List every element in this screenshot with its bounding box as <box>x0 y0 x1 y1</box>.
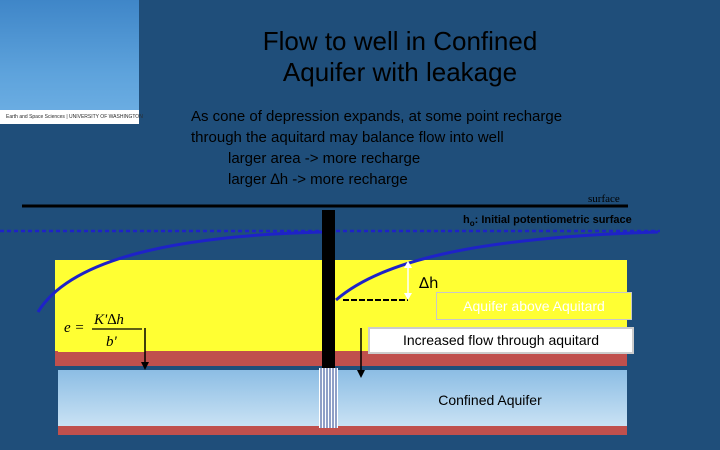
leakage-arrow-left <box>141 328 149 370</box>
equation-lhs: e = <box>64 320 85 336</box>
surface-label: surface <box>588 193 620 205</box>
pot-label-suffix: : Initial potentiometric surface <box>474 214 632 226</box>
body-line-1: As cone of depression expands, at some p… <box>191 108 563 125</box>
slide-title-line-2: Aquifer with leakage <box>282 57 518 87</box>
leakage-arrow-right <box>357 328 365 378</box>
confined-aquifer-label: Confined Aquifer <box>438 392 542 408</box>
logo-panel <box>0 0 139 124</box>
increased-flow-label: Increased flow through aquitard <box>368 327 634 354</box>
body-line-2: through the aquitard may balance flow in… <box>191 129 504 146</box>
slide-title: Flow to well in Confined Aquifer with le… <box>180 26 620 88</box>
slide-title-line-1: Flow to well in Confined <box>262 26 538 56</box>
equation-graphic: e = K'∆h b' <box>64 312 142 350</box>
delta-h-label: ∆h <box>419 274 439 292</box>
university-logo: Earth and Space Sciences | UNIVERSITY OF… <box>0 110 143 124</box>
cone-of-depression-right <box>335 230 659 302</box>
pot-label-sub: o <box>469 219 475 229</box>
confined-aquifer-layer <box>58 370 627 426</box>
body-line-3: larger area -> more recharge <box>228 150 421 167</box>
pot-label-prefix: h <box>463 214 470 226</box>
leakage-equation: e = K'∆h b' <box>58 300 145 352</box>
body-line-4: larger ∆h -> more recharge <box>228 171 408 188</box>
well-casing <box>322 210 335 368</box>
delta-h-arrow <box>404 261 412 300</box>
aquitard-layer <box>55 351 627 366</box>
equation-numerator: K'∆h <box>93 312 124 328</box>
well-screen <box>319 368 338 428</box>
confined-aquifer-base <box>58 426 627 435</box>
cone-of-depression-left <box>36 230 323 313</box>
potentiometric-surface-label: ho: Initial potentiometric surface <box>463 214 632 228</box>
aquifer-above-aquitard-label: Aquifer above Aquitard <box>436 292 632 320</box>
slide-body: As cone of depression expands, at some p… <box>191 106 562 190</box>
equation-denominator: b' <box>106 334 118 350</box>
logo-text: Earth and Space Sciences | UNIVERSITY OF… <box>6 114 143 120</box>
